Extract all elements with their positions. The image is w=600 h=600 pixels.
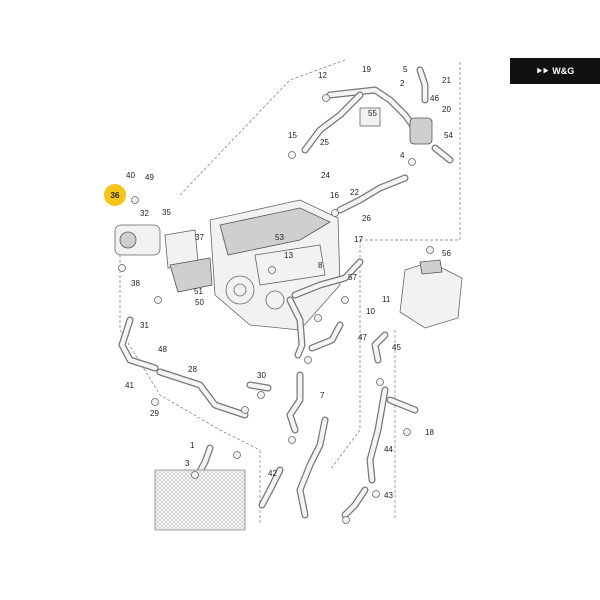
- callout-21: 20: [442, 105, 451, 114]
- pump-assembly: [114, 224, 213, 293]
- brand-name: W&G: [552, 66, 575, 76]
- callout-24: 22: [350, 188, 359, 197]
- callout-35: 32: [140, 209, 149, 218]
- callout-45: 44: [384, 445, 393, 454]
- callout-15: 13: [284, 251, 293, 260]
- expansion-tank: [399, 259, 463, 329]
- coolant-pipe-top: [301, 86, 433, 154]
- callout-22: 21: [442, 76, 451, 85]
- guide-lines: [119, 59, 461, 525]
- callout-25: 24: [321, 171, 330, 180]
- callout-49-a: 48: [158, 345, 167, 354]
- callout-37: 35: [162, 208, 171, 217]
- callout-labels: 1 2 3 4 5 7 8 10 11 12 13 15 16 17 18 19…: [125, 65, 453, 500]
- callout-43: 42: [268, 469, 277, 478]
- callout-29: 28: [188, 365, 197, 374]
- callout-54: 53: [275, 233, 284, 242]
- callout-20: 19: [362, 65, 371, 74]
- callout-57: 56: [442, 249, 451, 258]
- callout-5-a: 5: [403, 65, 408, 74]
- callout-2: 2: [400, 79, 405, 88]
- callout-31: 30: [257, 371, 266, 380]
- callout-28: 26: [362, 214, 371, 223]
- highlight-marker[interactable]: 36: [104, 184, 126, 206]
- callout-30: 29: [150, 409, 159, 418]
- callout-51: 50: [195, 298, 204, 307]
- callout-53: 51: [194, 287, 203, 296]
- radiator: [154, 469, 246, 531]
- callout-32: 31: [140, 321, 149, 330]
- callout-8: 8: [318, 261, 323, 270]
- small-parts: [118, 94, 434, 524]
- callout-16: 15: [288, 131, 297, 140]
- callout-10: 10: [366, 307, 375, 316]
- brand-badge: ⯈⯈ W&G: [510, 58, 600, 84]
- brand-logo-icon: ⯈⯈: [535, 65, 549, 76]
- highlight-label: 36: [111, 191, 120, 200]
- callout-1: 1: [190, 441, 195, 450]
- highlight-circle[interactable]: [104, 184, 126, 206]
- callout-3: 3: [185, 459, 190, 468]
- callout-44: 43: [384, 491, 393, 500]
- callout-7: 7: [320, 391, 325, 400]
- callout-42: 41: [125, 381, 134, 390]
- callout-19: 18: [425, 428, 434, 437]
- callout-18: 17: [354, 235, 363, 244]
- callout-26: 25: [320, 138, 329, 147]
- callout-46: 45: [392, 343, 401, 352]
- callout-48: 47: [358, 333, 367, 342]
- callout-38: 37: [195, 233, 204, 242]
- callout-55: 54: [444, 131, 453, 140]
- callout-13: 12: [318, 71, 327, 80]
- callout-50-a: 49: [145, 173, 154, 182]
- callout-40: 38: [131, 279, 140, 288]
- engine-block: [209, 199, 341, 331]
- callout-56: 55: [368, 109, 377, 118]
- callout-12: 57: [348, 273, 357, 282]
- callout-47-a: 46: [430, 94, 439, 103]
- callout-17: 16: [330, 191, 339, 200]
- callout-11: 11: [382, 295, 391, 304]
- callout-4: 4: [400, 151, 405, 160]
- callout-41: 40: [126, 171, 135, 180]
